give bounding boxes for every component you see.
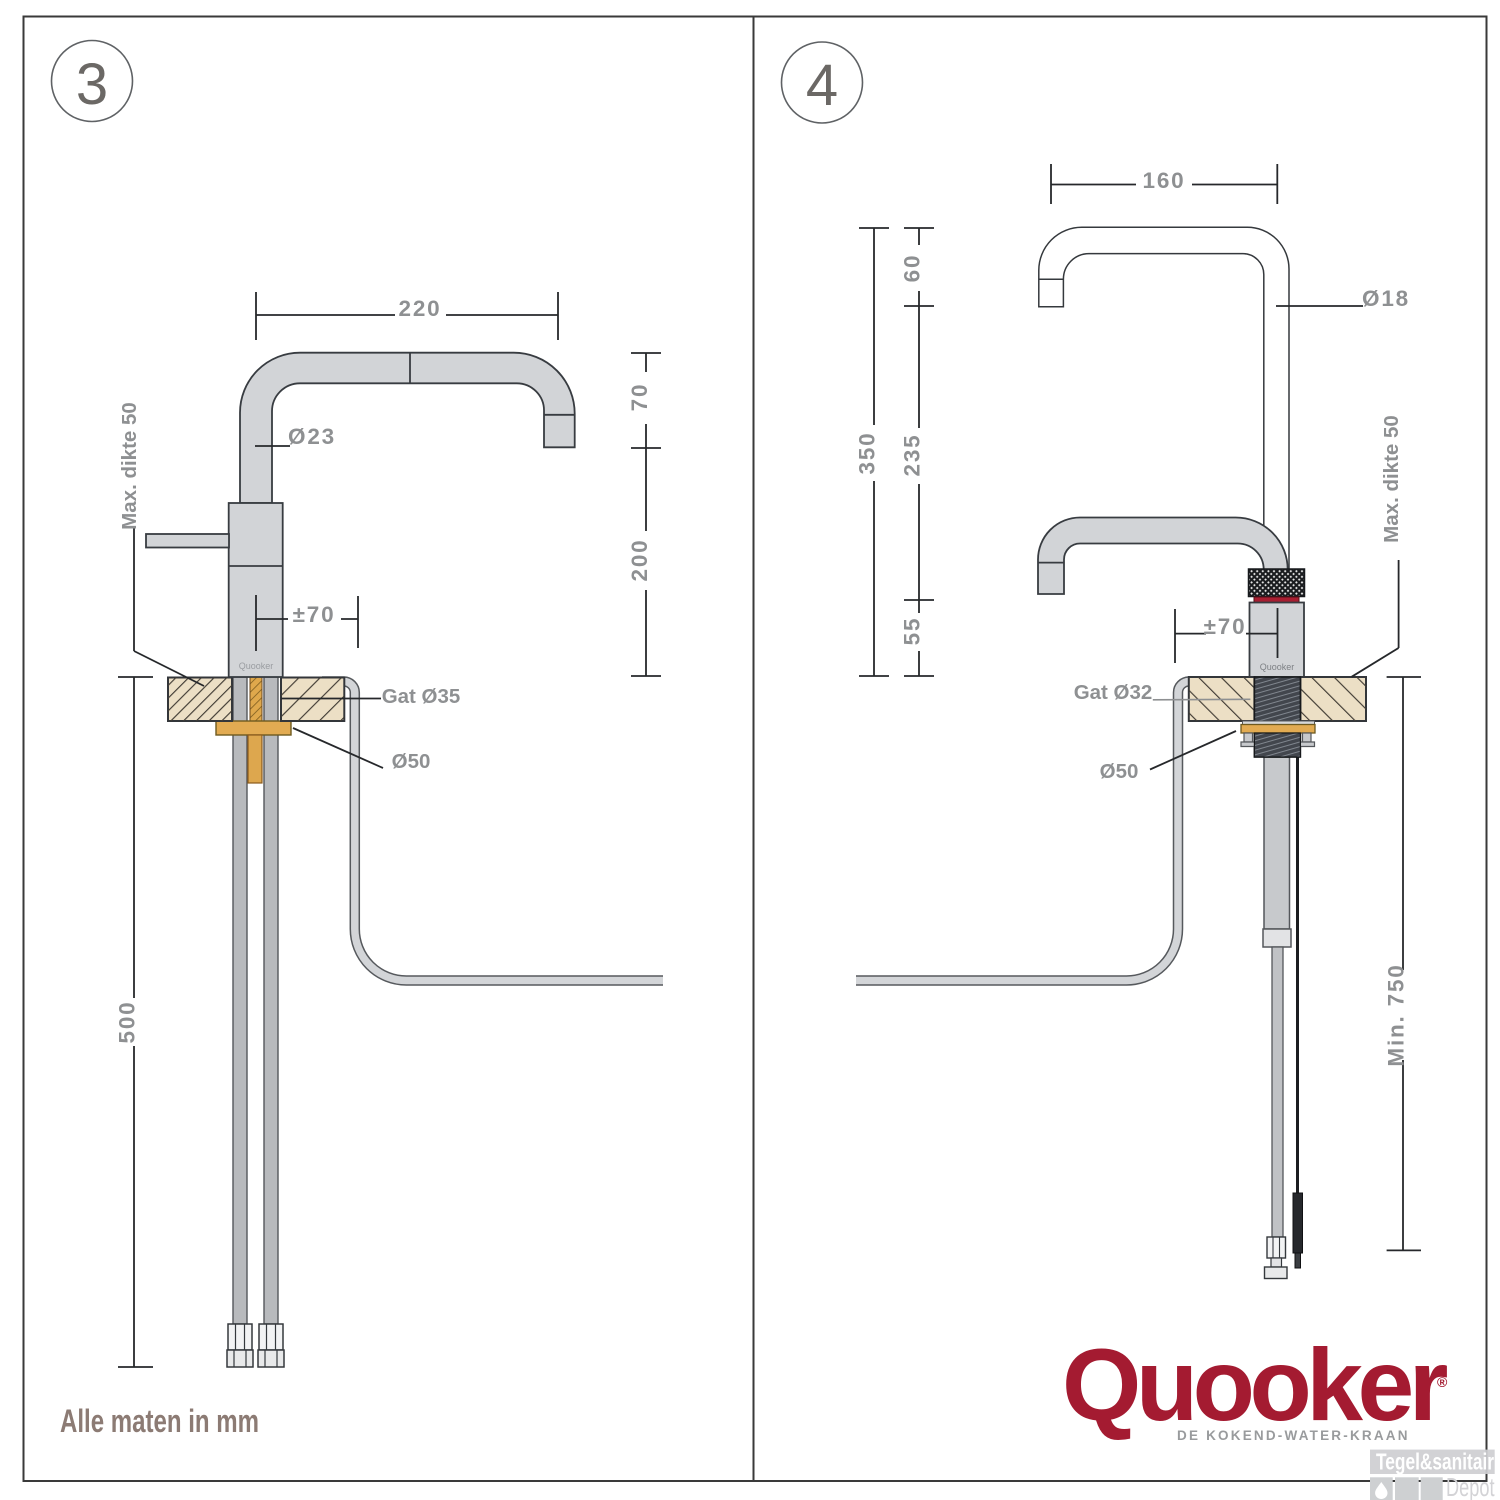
svg-text:±70: ±70 xyxy=(1204,614,1247,639)
svg-text:Gat Ø35: Gat Ø35 xyxy=(382,685,461,708)
svg-text:3: 3 xyxy=(76,52,108,117)
svg-text:DE KOKEND-WATER-KRAAN: DE KOKEND-WATER-KRAAN xyxy=(1177,1428,1410,1443)
svg-text:220: 220 xyxy=(399,296,442,321)
svg-text:Quooker: Quooker xyxy=(239,661,274,671)
svg-text:Quooker: Quooker xyxy=(1260,662,1295,672)
svg-text:Ø18: Ø18 xyxy=(1362,286,1410,311)
svg-text:Max. dikte 50: Max. dikte 50 xyxy=(118,402,141,530)
svg-text:235: 235 xyxy=(900,434,925,477)
svg-text:160: 160 xyxy=(1143,168,1186,193)
svg-text:70: 70 xyxy=(627,383,652,412)
svg-text:®: ® xyxy=(1437,1374,1448,1390)
svg-text:Ø50: Ø50 xyxy=(392,750,431,773)
svg-text:Gat Ø32: Gat Ø32 xyxy=(1074,681,1153,704)
svg-text:55: 55 xyxy=(900,617,925,646)
svg-text:±70: ±70 xyxy=(293,602,336,627)
svg-text:Depot: Depot xyxy=(1446,1472,1495,1500)
svg-text:4: 4 xyxy=(806,53,838,118)
svg-text:Min. 750: Min. 750 xyxy=(1384,963,1409,1066)
svg-text:200: 200 xyxy=(627,539,652,582)
svg-text:500: 500 xyxy=(115,1001,140,1044)
svg-text:Ø50: Ø50 xyxy=(1100,760,1139,783)
svg-text:60: 60 xyxy=(900,254,925,283)
svg-text:350: 350 xyxy=(855,432,880,475)
svg-text:Tegel&sanitair: Tegel&sanitair xyxy=(1376,1449,1494,1475)
svg-text:Max. dikte 50: Max. dikte 50 xyxy=(1380,415,1403,543)
svg-text:Ø23: Ø23 xyxy=(288,424,336,449)
svg-text:Alle maten in mm: Alle maten in mm xyxy=(60,1403,259,1439)
svg-text:Quooker: Quooker xyxy=(1062,1328,1448,1442)
